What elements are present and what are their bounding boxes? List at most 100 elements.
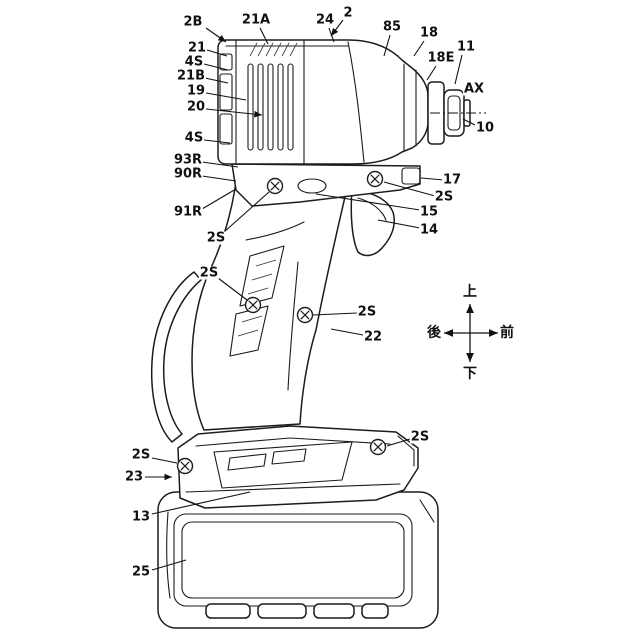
foot-slot-2 (271, 448, 307, 465)
ref-label-24: 24 (314, 12, 336, 28)
fr-selector-slot (297, 178, 327, 194)
leader-line-15 (315, 193, 421, 211)
ref-label-13: 13 (130, 509, 152, 525)
leader-line-2S (312, 312, 358, 316)
leader-line-2B (205, 27, 227, 43)
compass-down-label: 下 (463, 366, 477, 382)
leader-line-25 (151, 559, 187, 571)
ref-label-15: 15 (418, 204, 440, 220)
ref-label-4S: 4S (183, 54, 205, 70)
battery-terminal-slots (205, 603, 389, 619)
screw-2S (366, 170, 384, 188)
foot-panel (213, 441, 353, 489)
ref-label-2: 2 (342, 5, 354, 21)
strap-loop (150, 271, 202, 443)
battery-left-inner (166, 511, 171, 599)
screw-2S (244, 296, 262, 314)
ref-label-10: 10 (474, 120, 496, 136)
leader-line-2 (330, 19, 344, 37)
trigger (350, 189, 395, 257)
leader-line-4S (203, 139, 231, 144)
foot-slot-1 (227, 453, 267, 471)
grip-shoulder-line (245, 221, 305, 241)
ref-label-22: 22 (362, 329, 384, 345)
trigger-inner-line (357, 197, 387, 221)
battery-mount-foot (177, 425, 419, 509)
ref-label-21A: 21A (240, 12, 272, 28)
motor-housing (217, 39, 429, 165)
light-unit (401, 167, 421, 185)
grip-panel-upper (239, 245, 285, 307)
handle-grip (191, 159, 353, 431)
leader-line-91R (201, 188, 237, 210)
screw-2S (266, 177, 284, 195)
ref-label-2B: 2B (182, 14, 204, 30)
leader-line-90R (201, 175, 237, 182)
screw-2S (296, 306, 314, 324)
foot-top-inner-line (195, 437, 391, 447)
front-collar-line (403, 63, 417, 151)
ref-label-2S: 2S (205, 230, 227, 246)
ref-label-14: 14 (418, 222, 440, 238)
top-hatch-marks (249, 42, 298, 57)
leader-line-22 (330, 328, 364, 336)
ref-label-AX: AX (462, 81, 486, 97)
ref-label-21B: 21B (176, 68, 206, 84)
leader-line-2S (151, 457, 178, 464)
ref-label-91R: 91R (172, 204, 204, 220)
ref-label-93R: 93R (172, 152, 204, 168)
grip-rear-line (287, 261, 299, 391)
leader-line-18 (413, 40, 425, 57)
leader-line-21A (259, 27, 269, 45)
leader-line-19 (205, 92, 247, 101)
ref-label-2S: 2S (198, 265, 220, 281)
ref-label-90R: 90R (172, 166, 204, 182)
battery-latch-panel-inner (181, 521, 405, 599)
ref-label-18E: 18E (426, 50, 456, 66)
leader-line-13 (151, 491, 251, 515)
ref-label-2S: 2S (409, 429, 431, 445)
compass-back-label: 後 (427, 325, 441, 341)
ref-label-4S: 4S (183, 130, 205, 146)
leader-line-4S (203, 63, 229, 71)
screw-2S (176, 457, 194, 475)
ref-label-19: 19 (185, 83, 207, 99)
rear-panel-2 (219, 73, 233, 111)
ref-label-85: 85 (381, 19, 403, 35)
ref-label-2S: 2S (356, 304, 378, 320)
ref-label-20: 20 (185, 99, 207, 115)
leader-line-18E (426, 65, 437, 81)
rear-panel-3 (219, 113, 233, 145)
motor-vents (247, 63, 294, 151)
leader-line-2S (383, 181, 436, 197)
grip-rib (237, 259, 277, 337)
ref-label-18: 18 (418, 25, 440, 41)
leader-line-2S (386, 438, 411, 447)
leader-line-11 (454, 54, 463, 85)
battery-right-facet (419, 499, 435, 523)
leader-line-2S (217, 277, 248, 301)
ref-label-2S: 2S (433, 189, 455, 205)
leader-line-85 (383, 34, 391, 57)
direction-compass-arrows (444, 304, 498, 362)
leader-line-2S (223, 191, 270, 233)
ref-label-21: 21 (186, 40, 208, 56)
ref-label-25: 25 (130, 564, 152, 580)
leader-lines (145, 19, 478, 571)
leader-line-17 (420, 177, 445, 181)
ref-label-11: 11 (455, 39, 477, 55)
leader-line-93R (201, 161, 239, 168)
compass-up-label: 上 (463, 284, 477, 300)
leader-line-14 (377, 219, 421, 229)
ref-label-23: 23 (123, 469, 145, 485)
hammer-case-seam (347, 41, 365, 163)
leader-line-21 (206, 49, 228, 57)
compass-front-label: 前 (500, 325, 514, 341)
screw-2S (369, 438, 387, 456)
ref-label-17: 17 (441, 172, 463, 188)
ref-label-2S: 2S (130, 447, 152, 463)
foot-bottom-line (185, 483, 401, 493)
